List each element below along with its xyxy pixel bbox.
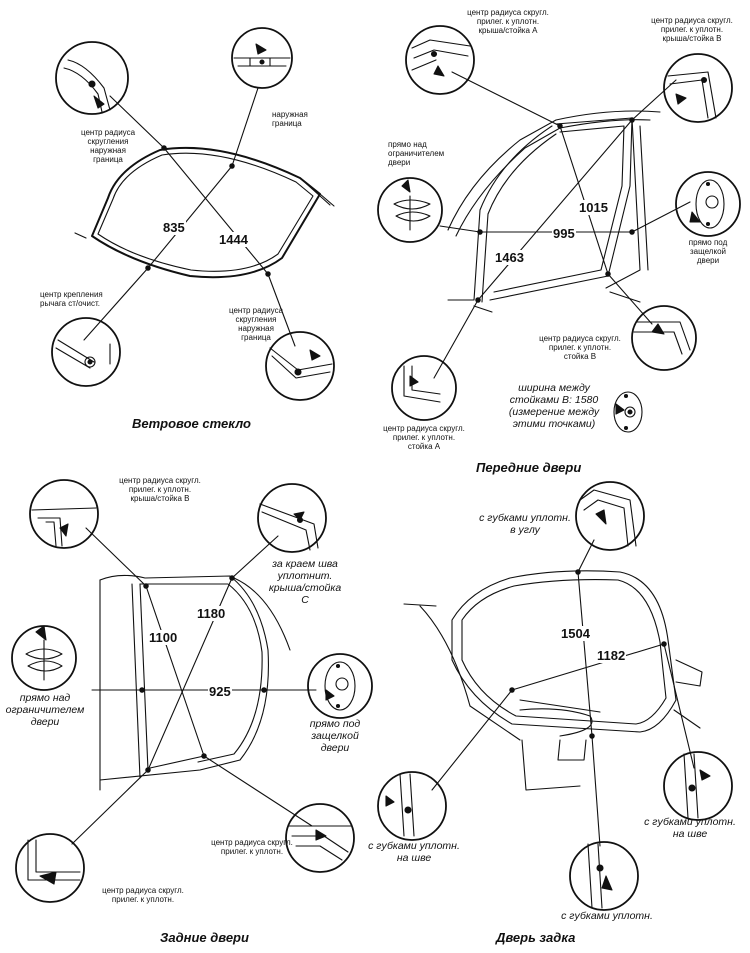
tailgate-label-corner: с губками уплотн. в углу xyxy=(479,512,571,536)
tailgate-caption: Дверь задка xyxy=(496,930,576,945)
front-label-pillar-a: центр радиуса скругл. прилег. к уплотн. … xyxy=(383,424,465,451)
windshield-detail-wiper xyxy=(51,317,121,387)
front-detail-pillar-b xyxy=(631,305,697,371)
front-dim-1463: 1463 xyxy=(494,250,525,265)
front-label-width-note: ширина между стойками В: 1580 (измерение… xyxy=(508,382,600,430)
windshield-label-outer-edge: наружная граница xyxy=(272,110,308,128)
tailgate-label-seam-left: с губками уплотн. на шве xyxy=(368,840,460,864)
tailgate-opening xyxy=(403,570,703,791)
windshield-detail-bottom-right xyxy=(265,331,335,401)
tailgate-label-seam-right: с губками уплотн. на шве xyxy=(644,816,736,840)
front-doors-caption: Передние двери xyxy=(476,460,582,475)
tailgate-label-bottom: с губками уплотн. xyxy=(561,910,653,922)
tailgate-detail-seam-right xyxy=(663,751,733,821)
rear-label-below-latch: прямо под защелкой двери xyxy=(309,718,361,754)
windshield-caption: Ветровое стекло xyxy=(132,416,251,431)
front-label-pillar-b: центр радиуса скругл. прилег. к уплотн. … xyxy=(539,334,621,361)
rear-dim-1100: 1100 xyxy=(148,630,179,645)
tailgate-dim-1182: 1182 xyxy=(596,648,627,663)
windshield-detail-top-right xyxy=(231,27,293,89)
front-doors-panel xyxy=(377,25,741,433)
rear-doors-panel xyxy=(11,479,373,903)
windshield-label-bottom-corner: центр радиуса скругления наружная границ… xyxy=(228,306,284,342)
tailgate-panel xyxy=(377,481,733,911)
rear-label-roof-b: центр радиуса скругл. прилег. к уплотн. … xyxy=(119,476,201,503)
front-detail-roof-a xyxy=(405,25,475,95)
front-dim-995: 995 xyxy=(552,226,576,241)
windshield-dim-1444: 1444 xyxy=(218,232,249,247)
windshield-detail-top-left xyxy=(55,41,129,115)
front-label-above-limiter: прямо над ограничителем двери xyxy=(388,140,445,167)
tailgate-dim-1504: 1504 xyxy=(560,626,591,641)
rear-doors-caption: Задние двери xyxy=(160,930,249,945)
rear-label-above-limiter: прямо над ограничителем двери xyxy=(5,692,85,728)
tailgate-detail-corner xyxy=(575,481,645,551)
rear-door-opening xyxy=(99,574,291,791)
front-detail-roof-b xyxy=(663,53,733,123)
rear-detail-roof-b xyxy=(29,479,99,549)
windshield-glass xyxy=(74,146,335,279)
front-label-roof-a: центр радиуса скругл. прилег. к уплотн. … xyxy=(467,8,549,35)
windshield-panel xyxy=(51,27,335,401)
rear-detail-corner-left xyxy=(15,833,85,903)
rear-dim-1180: 1180 xyxy=(196,606,227,621)
front-detail-latch xyxy=(675,171,741,237)
front-label-roof-b: центр радиуса скругл. прилег. к уплотн. … xyxy=(651,16,733,43)
front-detail-b-pillar-width xyxy=(613,391,643,433)
rear-detail-limiter xyxy=(11,625,77,691)
tailgate-detail-seam-left xyxy=(377,771,447,841)
rear-dim-925: 925 xyxy=(208,684,232,699)
windshield-label-wiper: центр крепления рычага ст/очист. xyxy=(40,290,103,308)
front-dim-1015: 1015 xyxy=(578,200,609,215)
rear-detail-latch xyxy=(307,653,373,719)
rear-detail-seam xyxy=(257,483,327,553)
front-detail-limiter xyxy=(377,177,443,243)
rear-label-beyond-seam: за краем шва уплотнит. крыша/стойка С xyxy=(268,558,342,606)
front-label-below-latch: прямо под защелкой двери xyxy=(688,238,728,265)
rear-label-corner-left: центр радиуса скругл. прилег. к уплотн. xyxy=(102,886,184,904)
front-door-opening xyxy=(447,110,661,313)
windshield-label-outer-corner: центр радиуса скругления наружная границ… xyxy=(80,128,136,164)
rear-label-corner-right: центр радиуса скругл. прилег. к уплотн. xyxy=(211,838,293,856)
tailgate-detail-bottom xyxy=(569,841,639,911)
front-detail-pillar-a xyxy=(391,355,457,421)
rear-detail-corner-right xyxy=(285,803,355,873)
windshield-dim-835: 835 xyxy=(162,220,186,235)
